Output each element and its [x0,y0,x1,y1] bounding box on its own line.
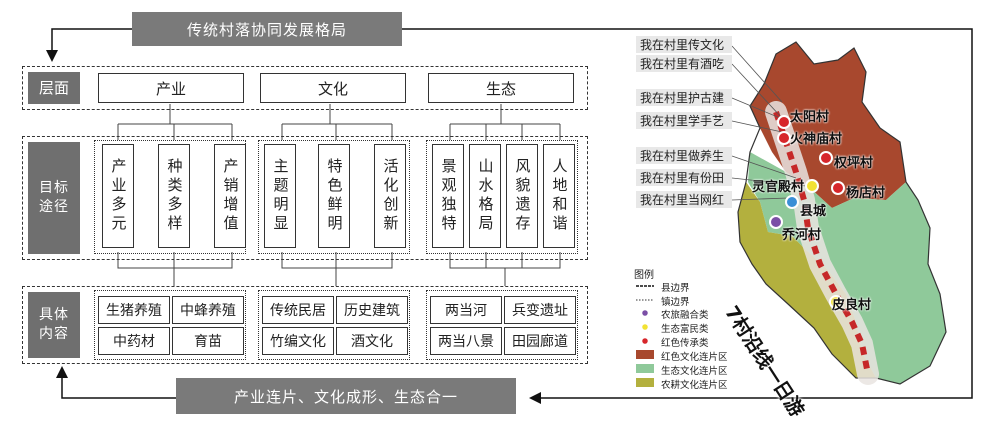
legend-town: 镇边界 [661,297,690,308]
legend-county: 县边界 [661,283,690,294]
content-group-industry [94,290,246,360]
category-industry: 产业 [98,73,244,103]
content-industry-2: 中蜂养殖 [172,296,244,324]
dot-qiaohe [769,215,783,229]
target-ecology-1: 景观独特 [432,144,464,248]
legend-yellow-dot [640,322,650,332]
county-border [737,41,947,385]
target-industry-2: 种类多样 [158,144,190,248]
content-culture-3: 竹编文化 [262,327,334,355]
dot-yangdian [831,181,845,195]
legend-eco-rich: 生态富民类 [661,324,709,335]
content-ecology-3: 两当八景 [430,327,502,355]
target-culture-3: 活化创新 [374,144,406,248]
target-culture-1: 主题明显 [264,144,296,248]
content-group-ecology [426,290,578,360]
map-label-6: 我在村里有份田 [636,169,732,186]
content-group-culture [258,290,410,360]
target-ecology-4: 人地和谐 [543,144,575,248]
legend-red-zone: 红色文化连片区 [661,352,728,363]
target-text: 种类多样 [165,158,184,234]
category-ecology: 生态 [428,73,574,103]
village-county-seat: 县城 [800,204,827,219]
content-label-text: 具体内容 [39,307,69,342]
dot-lingguan [805,179,819,193]
content-industry-4: 育苗 [172,327,244,355]
target-label: 目标途径 [28,142,80,254]
content-industry-3: 中药材 [98,327,170,355]
map-label-5: 我在村里做养生 [636,147,732,164]
target-text: 产销增值 [221,158,240,234]
county-map [731,41,947,385]
dot-taiyang [777,115,791,129]
content-ecology-1: 两当河 [430,296,502,324]
content-culture-4: 酒文化 [336,327,408,355]
dot-quanping [819,151,833,165]
village-taiyang: 太阳村 [790,110,830,125]
layer-row [22,66,588,110]
target-culture-2: 特色鲜明 [318,144,350,248]
target-industry-1: 产业多元 [102,144,134,248]
target-ecology-2: 山水格局 [469,144,501,248]
target-group-culture [258,140,410,254]
content-row [22,286,588,364]
category-culture: 文化 [260,73,406,103]
content-culture-2: 历史建筑 [336,296,408,324]
target-group-ecology [426,140,578,254]
farm-culture-zone [738,182,876,378]
map-label-4: 我在村里学手艺 [636,112,732,129]
target-text: 特色鲜明 [325,158,344,234]
dot-piliang [829,295,843,309]
route-dashes [773,111,871,375]
target-text: 景观独特 [439,158,458,234]
map-label-1: 我在村里传文化 [636,36,732,53]
title-bottom: 产业连片、文化成形、生态合一 [176,378,516,414]
arrow-title-to-layers [46,28,132,62]
legend-red-dot [640,336,650,346]
layer-label: 层面 [28,72,80,104]
target-text: 风貌遗存 [513,158,532,234]
content-ecology-4: 田园廊道 [504,327,576,355]
target-text: 活化创新 [381,158,400,234]
content-industry-1: 生猪养殖 [98,296,170,324]
target-text: 主题明显 [271,158,290,234]
dot-county-seat [785,195,799,209]
village-quanping: 权坪村 [834,156,874,171]
legend-agri-tour: 农旅融合类 [661,310,709,321]
village-lingguan: 灵官殿村 [752,180,805,195]
legend-eco-swatch [636,364,654,373]
village-piliang: 皮良村 [832,298,872,313]
target-text: 产业多元 [109,158,128,234]
arrow-map-to-bottom [402,28,973,404]
legend-title: 图例 [634,270,654,281]
dot-huoshen [777,131,791,145]
content-culture-1: 传统民居 [262,296,334,324]
map-label-7: 我在村里当网红 [636,191,732,208]
legend-eco-zone: 生态文化连片区 [661,366,728,377]
content-label: 具体内容 [28,292,80,358]
map-label-2: 我在村里有酒吃 [636,55,732,72]
target-ecology-3: 风貌遗存 [506,144,538,248]
legend-red-swatch [636,350,654,359]
target-text: 山水格局 [476,158,495,234]
title-top: 传统村落协同发展格局 [132,12,402,46]
village-qiaohe: 乔河村 [782,228,822,243]
target-industry-3: 产销增值 [214,144,246,248]
target-text: 人地和谐 [550,158,569,234]
target-label-text: 目标途径 [39,180,69,215]
legend-symbols [636,285,654,387]
village-yangdian: 杨店村 [846,186,886,201]
legend-farm-swatch [636,378,654,387]
arrow-bottom-to-content [56,366,176,399]
map-label-3: 我在村里护古建 [636,89,732,106]
village-huoshen: 火神庙村 [790,132,843,147]
legend-red-heritage: 红色传承类 [661,338,709,349]
legend-farm-zone: 农耕文化连片区 [661,380,728,391]
content-ecology-2: 兵变遗址 [504,296,576,324]
legend-purple-dot [640,308,650,318]
target-row [22,136,588,260]
